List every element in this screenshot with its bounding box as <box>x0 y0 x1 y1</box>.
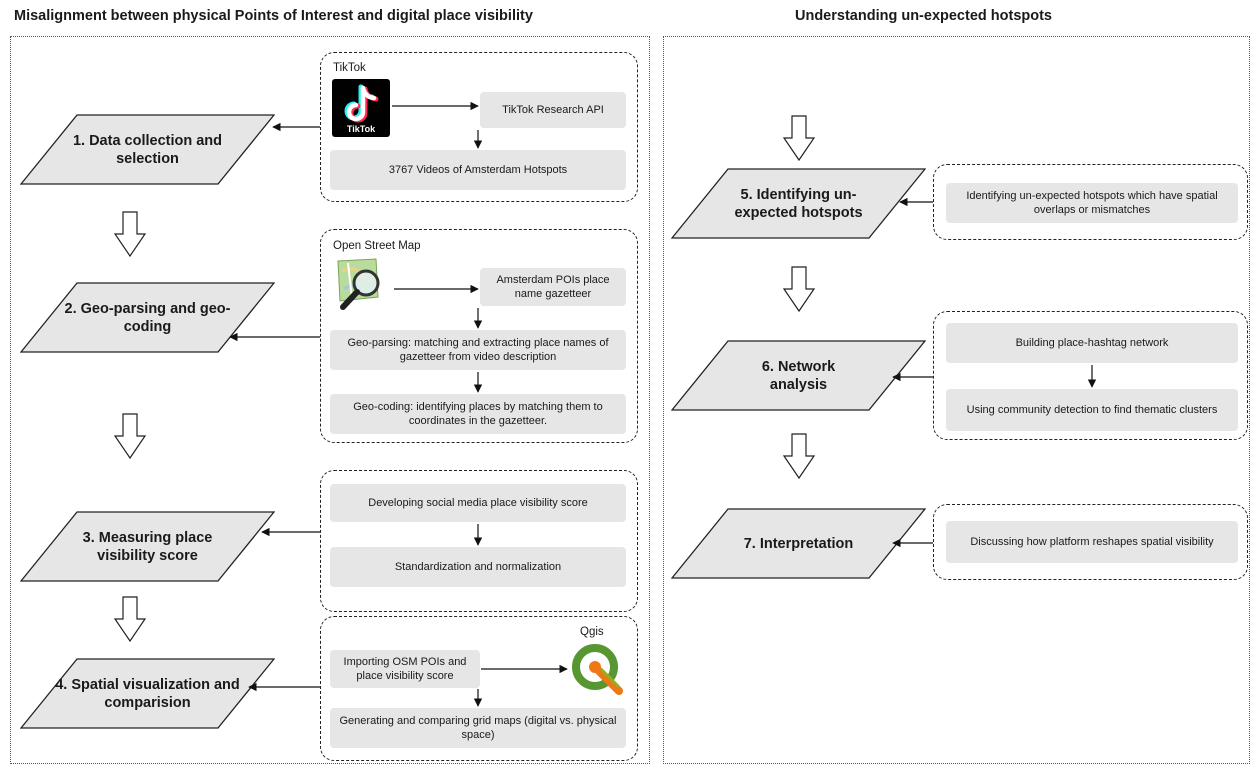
group-visibility-score <box>320 470 638 612</box>
step-2-geo-parsing: 2. Geo-parsing and geo-coding <box>20 282 275 353</box>
group-geo-parsing <box>320 229 638 443</box>
group-network <box>933 311 1248 440</box>
tiktok-logo-text: TikTok <box>347 124 376 134</box>
group-spatial <box>320 616 638 761</box>
box-grid-maps: Generating and comparing grid maps (digi… <box>330 708 626 748</box>
left-heading: Misalignment between physical Points of … <box>14 8 533 24</box>
step-3-measuring: 3. Measuring place visibility score <box>20 511 275 582</box>
qgis-logo-icon <box>569 641 625 697</box>
box-standardization: Standardization and normalization <box>330 547 626 587</box>
step-4-spatial: 4. Spatial visualization and comparision <box>20 658 275 729</box>
group-identifying <box>933 164 1248 240</box>
openstreetmap-magnifier-icon <box>332 255 394 317</box>
step-1-data-collection: 1. Data collection and selection <box>20 114 275 185</box>
right-heading: Understanding un-expected hotspots <box>795 8 1052 24</box>
qgis-label: Qgis <box>580 626 604 638</box>
box-geocoding: Geo-coding: identifying places by matchi… <box>330 394 626 434</box>
box-gazetteer: Amsterdam POIs place name gazetteer <box>480 268 626 306</box>
box-discussing: Discussing how platform reshapes spatial… <box>946 521 1238 563</box>
box-geoparsing: Geo-parsing: matching and extracting pla… <box>330 330 626 370</box>
box-importing: Importing OSM POIs and place visibility … <box>330 650 480 688</box>
group-interpretation <box>933 504 1248 580</box>
tiktok-label: TikTok <box>333 62 366 74</box>
box-building-network: Building place-hashtag network <box>946 323 1238 363</box>
osm-label: Open Street Map <box>333 240 421 252</box>
step-5-identifying: 5. Identifying un-expected hotspots <box>671 168 926 239</box>
box-community: Using community detection to find themat… <box>946 389 1238 431</box>
tiktok-logo-icon: TikTok <box>332 79 390 137</box>
step-6-network: 6. Network analysis <box>671 340 926 411</box>
left-panel <box>10 36 650 764</box>
step-7-interpretation: 7. Interpretation <box>671 508 926 579</box>
box-tiktok-api: TikTok Research API <box>480 92 626 128</box>
box-identifying: Identifying un-expected hotspots which h… <box>946 183 1238 223</box>
box-videos: 3767 Videos of Amsterdam Hotspots <box>330 150 626 190</box>
right-panel <box>663 36 1250 764</box>
box-visibility-score: Developing social media place visibility… <box>330 484 626 522</box>
group-data-collection <box>320 52 638 202</box>
